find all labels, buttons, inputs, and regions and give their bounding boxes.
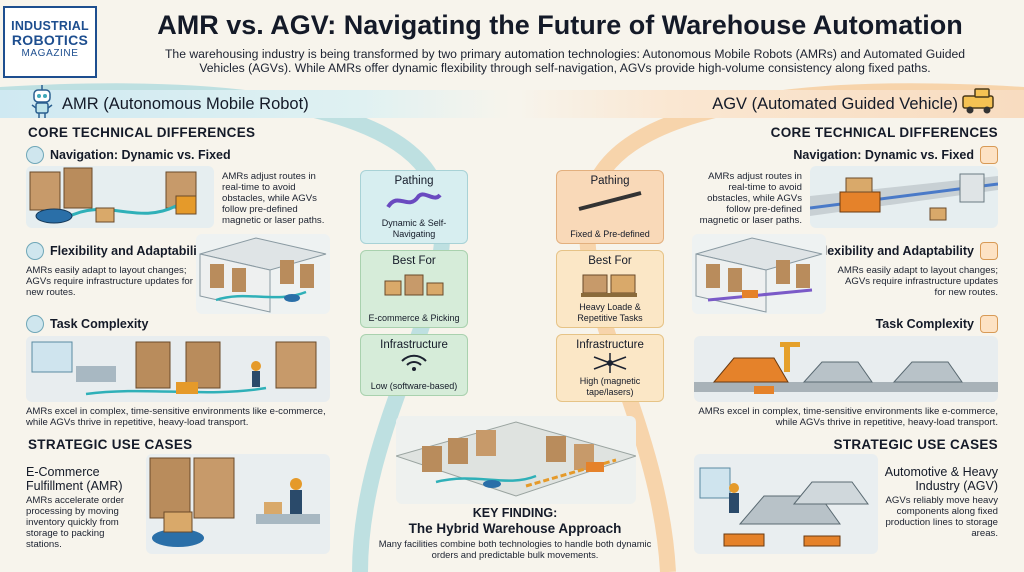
amr-flexibility-text: AMRs easily adapt to layout changes; AGV… (26, 265, 193, 298)
pallet-icon (581, 274, 637, 297)
amr-core-heading: CORE TECHNICAL DIFFERENCES (28, 125, 256, 140)
amr-navigation-text: AMRs adjust routes in real-time to avoid… (222, 171, 325, 226)
amr-card-infrastructure-title: Infrastructure (380, 339, 448, 351)
amr-card-pathing: Pathing Dynamic & Self-Navigating (360, 170, 468, 244)
amr-strategic-heading: STRATEGIC USE CASES (28, 437, 193, 452)
hybrid-warehouse-illustration (396, 416, 636, 504)
agv-complexity-illustration (694, 336, 998, 402)
key-finding-label: KEY FINDING: (472, 506, 558, 520)
page-title: AMR vs. AGV: Navigating the Future of Wa… (157, 10, 963, 40)
network-icon (593, 353, 627, 373)
intro-paragraph: The warehousing industry is being transf… (164, 47, 966, 75)
amr-card-best-for-title: Best For (392, 255, 436, 267)
amr-card-pathing-caption: Dynamic & Self-Navigating (381, 218, 447, 239)
agv-flexibility-text: AMRs easily adapt to layout changes; AGV… (837, 265, 998, 298)
magazine-logo: INDUSTRIAL ROBOTICS MAGAZINE (3, 6, 97, 78)
brain-icon (26, 315, 44, 333)
amr-card-infrastructure-caption: Low (software-based) (370, 380, 458, 391)
agv-band (518, 90, 1024, 118)
amr-section-title: AMR (Autonomous Mobile Robot) (62, 95, 309, 113)
amr-use-case-illustration (146, 454, 330, 554)
amr-use-case-title: E-Commerce Fulfillment (AMR) (26, 465, 123, 493)
agv-card-best-for: Best For Heavy Loade & Repetitive Tasks (556, 250, 664, 328)
amr-flexibility-heading: Flexibility and Adaptability (50, 244, 208, 258)
amr-flexibility-illustration (196, 234, 330, 314)
amr-card-infrastructure: Infrastructure Low (software-based) (360, 334, 468, 396)
agv-use-case-text: AGVs reliably move heavy components alon… (885, 495, 998, 539)
robot-icon (31, 85, 53, 118)
route-icon (26, 146, 44, 164)
wifi-icon (401, 354, 427, 371)
amr-card-best-for: Best For E-commerce & Picking (360, 250, 468, 328)
agv-card-pathing-title: Pathing (590, 175, 630, 187)
agv-strategic-heading: STRATEGIC USE CASES (833, 437, 998, 452)
key-finding: KEY FINDING: The Hybrid Warehouse Approa… (370, 506, 660, 560)
agv-navigation-illustration (810, 166, 998, 228)
amr-complexity-heading: Task Complexity (50, 317, 149, 331)
agv-use-case-title: Automotive & Heavy Industry (AGV) (884, 465, 998, 493)
agv-card-infrastructure-caption: High (magnetic tape/lasers) (579, 376, 641, 397)
amr-card-pathing-title: Pathing (394, 175, 434, 187)
agv-use-case-illustration (694, 454, 878, 554)
box-icon (980, 242, 998, 260)
agv-section-title: AGV (Automated Guided Vehicle) (712, 95, 958, 113)
amr-band (0, 90, 510, 118)
key-finding-title: The Hybrid Warehouse Approach (408, 521, 622, 536)
agv-card-best-for-title: Best For (588, 255, 632, 267)
amr-use-case-text: AMRs accelerate order processing by movi… (26, 495, 125, 550)
agv-flexibility-heading: Flexibility and Adaptability (816, 244, 974, 258)
parcels-icon (384, 274, 444, 296)
agv-card-pathing-caption: Fixed & Pre-defined (570, 228, 650, 239)
weight-icon (980, 315, 998, 333)
logo-line-1: INDUSTRIAL (11, 19, 89, 33)
amr-navigation-illustration (26, 166, 214, 228)
agv-complexity-heading: Task Complexity (875, 317, 974, 331)
amr-card-best-for-caption: E-commerce & Picking (368, 312, 460, 323)
amr-navigation-heading: Navigation: Dynamic vs. Fixed (50, 148, 231, 162)
agv-card-infrastructure-title: Infrastructure (576, 339, 644, 351)
agv-complexity-text: AMRs excel in complex, time-sensitive en… (698, 406, 998, 428)
agv-navigation-heading: Navigation: Dynamic vs. Fixed (793, 148, 974, 162)
amr-complexity-text: AMRs excel in complex, time-sensitive en… (26, 406, 326, 428)
curved-path-icon (386, 192, 442, 209)
vehicle-icon (962, 88, 994, 114)
straight-path-icon (578, 191, 642, 211)
agv-card-pathing: Pathing Fixed & Pre-defined (556, 170, 664, 244)
key-finding-text: Many facilities combine both technologie… (378, 538, 652, 560)
agv-flexibility-illustration (692, 234, 826, 314)
track-icon (980, 146, 998, 164)
logo-line-3: MAGAZINE (21, 48, 79, 59)
link-icon (26, 242, 44, 260)
logo-line-2: ROBOTICS (11, 32, 89, 48)
agv-navigation-text: AMRs adjust routes in real-time to avoid… (699, 171, 802, 226)
agv-core-heading: CORE TECHNICAL DIFFERENCES (770, 125, 998, 140)
agv-card-best-for-caption: Heavy Loade & Repetitive Tasks (577, 302, 643, 323)
amr-complexity-illustration (26, 336, 330, 402)
agv-card-infrastructure: Infrastructure High (magnetic tape/laser… (556, 334, 664, 402)
